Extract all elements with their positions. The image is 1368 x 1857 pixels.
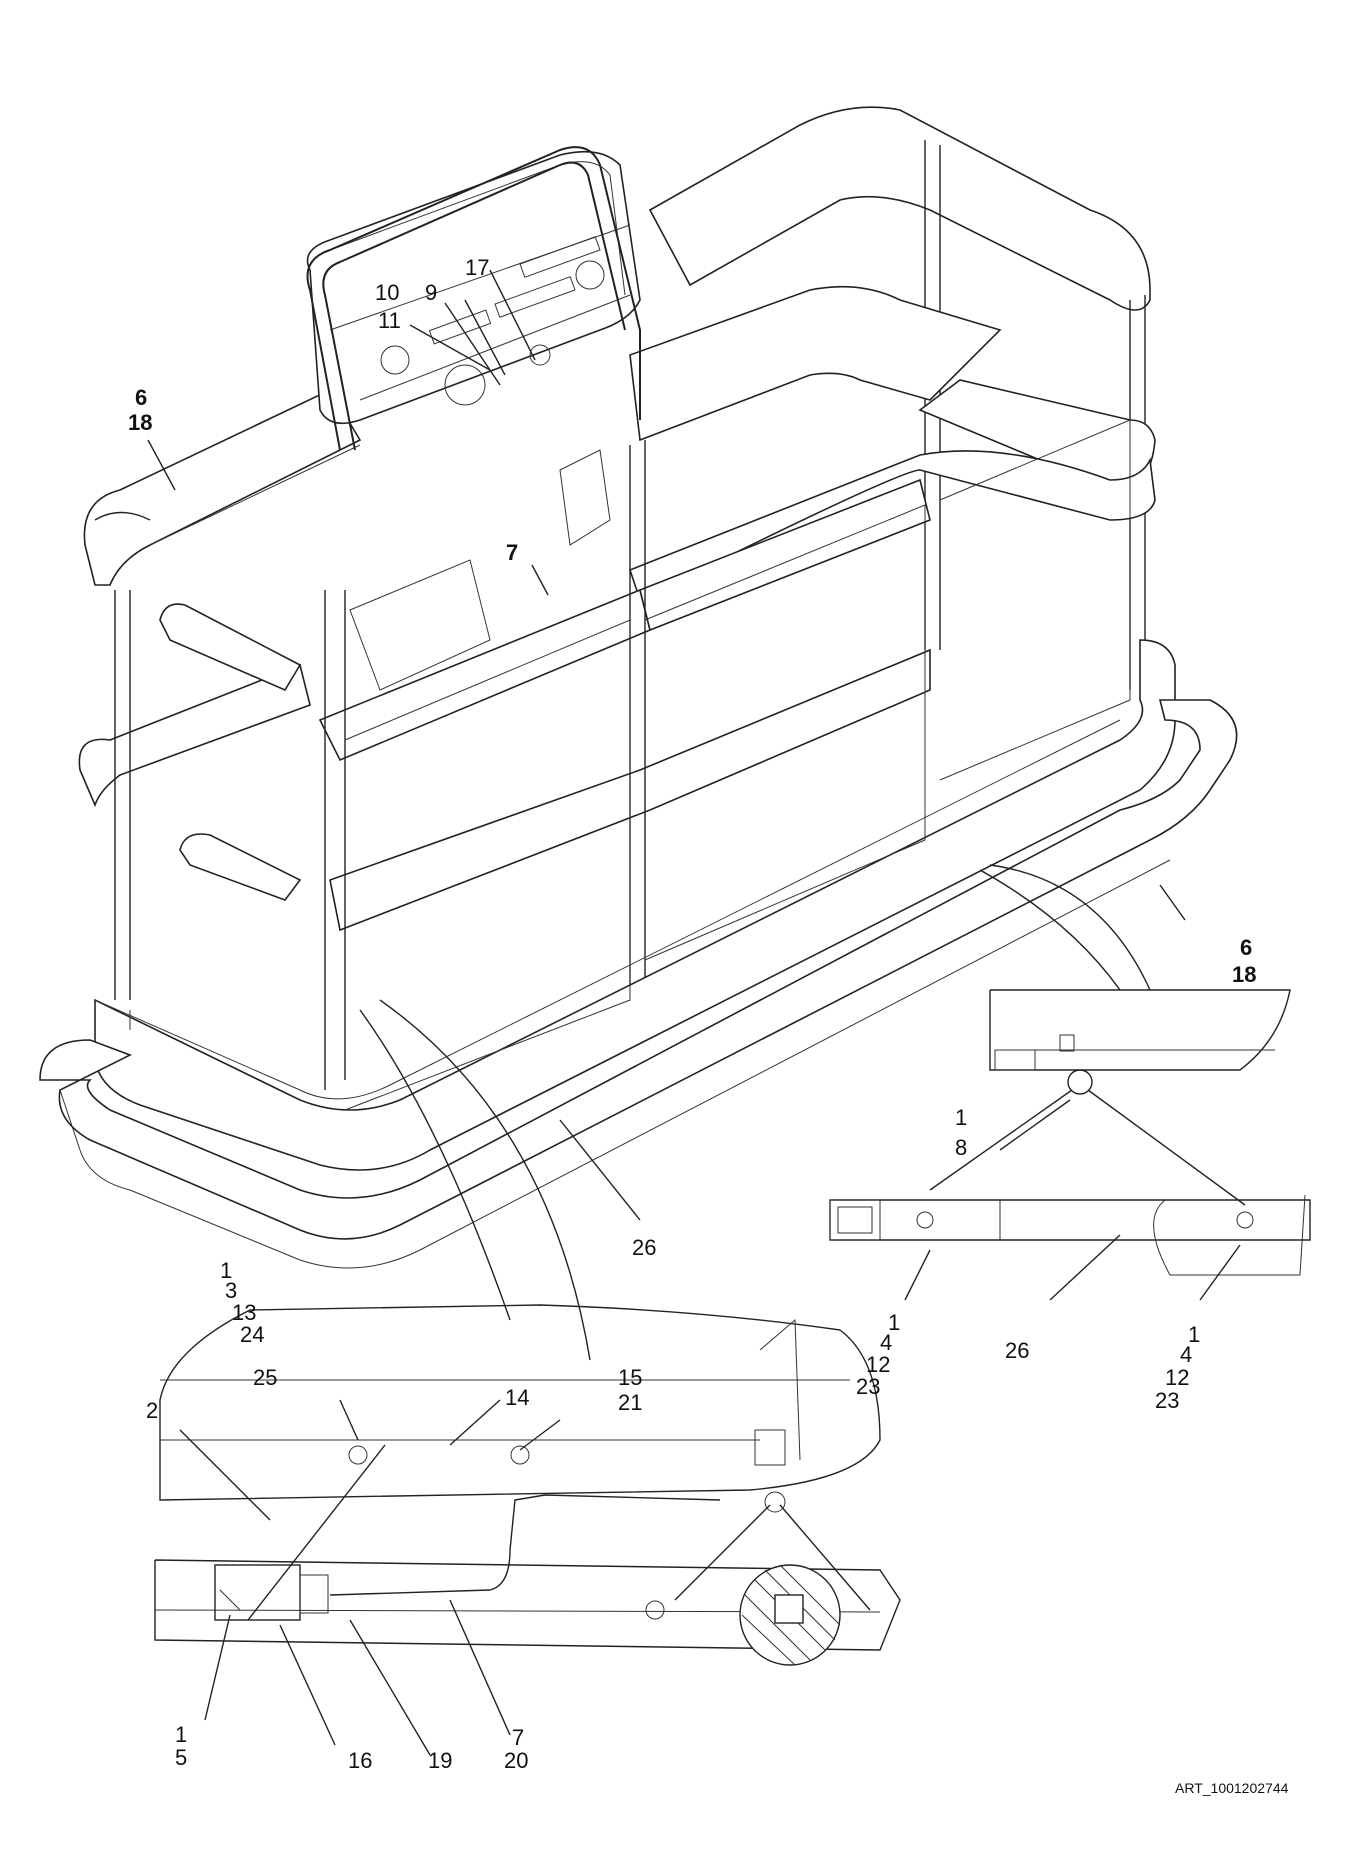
- detail-top-frame: [989, 989, 1291, 1071]
- middle-rail-2: [318, 588, 651, 762]
- detail-ring: [1067, 1069, 1093, 1095]
- callout-15: 15: [618, 1365, 642, 1390]
- callout-14: 14: [505, 1385, 529, 1410]
- top-back-rail: [648, 106, 1151, 311]
- callout-21: 21: [618, 1390, 642, 1415]
- switch-box: [214, 1564, 301, 1621]
- detail-cable-right: [1087, 1089, 1246, 1206]
- callout-11: 11: [378, 308, 401, 333]
- lanyard-wire-right-b: [779, 1504, 871, 1611]
- callout-dl-23: 23: [856, 1374, 880, 1399]
- left-handle-lower: [179, 833, 302, 901]
- callout-left-1: 1: [220, 1258, 232, 1283]
- callout-1-detail: 1: [955, 1105, 967, 1130]
- callout-dr-23: 23: [1155, 1388, 1179, 1413]
- callout-5-lower: 5: [175, 1745, 187, 1770]
- lower-detail-view: [154, 1304, 901, 1666]
- hatched-section: [739, 1564, 841, 1666]
- mid-long-rail-upper: [629, 285, 1002, 442]
- left-handle-upper: [159, 603, 302, 692]
- callout-16: 16: [348, 1748, 372, 1773]
- detail-tube: [829, 1199, 1311, 1241]
- detail-cable-left: [929, 1089, 1073, 1191]
- art-id: ART_1001202744: [1175, 1780, 1289, 1796]
- lanyard-bracket: [559, 449, 611, 546]
- callout-dl-1: 1: [888, 1310, 900, 1335]
- callout-left-13: 13: [232, 1300, 256, 1325]
- callout-17: 17: [465, 255, 489, 280]
- side-panel-2: [644, 504, 926, 961]
- middle-rail: [629, 450, 1156, 602]
- lower-detail-bottom-bar: [154, 1559, 901, 1651]
- left-mid-rail: [78, 663, 311, 808]
- platform-basket-drawing: [39, 106, 1238, 1269]
- callout-1-lower: 1: [175, 1722, 187, 1747]
- callout-7-mid: 7: [506, 540, 518, 565]
- callout-18-right: 18: [1232, 962, 1256, 987]
- callout-25: 25: [253, 1365, 277, 1390]
- callout-dl-4: 4: [880, 1330, 892, 1355]
- callout-dr-1: 1: [1188, 1322, 1200, 1347]
- callout-dr-12: 12: [1165, 1365, 1189, 1390]
- callout-labels: 6 18 10 9 17 11 7 6 18 1 8 26 26 1 3 13 …: [128, 255, 1289, 1796]
- callout-dl-12: 12: [866, 1352, 890, 1377]
- lanyard-wire: [247, 1444, 386, 1621]
- bottom-bumper-ring: [39, 699, 1238, 1240]
- control-console: [306, 150, 641, 425]
- lower-detail-frame: [159, 1304, 881, 1501]
- callout-9: 9: [425, 280, 437, 305]
- callout-2: 2: [146, 1398, 158, 1423]
- callout-dr-4: 4: [1180, 1342, 1192, 1367]
- console-guard-frame: [306, 146, 641, 451]
- top-front-rail-left: [83, 388, 362, 586]
- callout-26-bottom: 26: [632, 1235, 656, 1260]
- callout-6-right: 6: [1240, 935, 1252, 960]
- callout-19: 19: [428, 1748, 452, 1773]
- callout-6-top: 6: [135, 385, 147, 410]
- callout-26-detail: 26: [1005, 1338, 1029, 1363]
- side-panel-3: [939, 419, 1131, 781]
- callout-18-top: 18: [128, 410, 152, 435]
- callout-8-detail: 8: [955, 1135, 967, 1160]
- side-panel-1: [344, 619, 631, 1111]
- leader-lines: [147, 269, 1241, 1756]
- lanyard-detail-view: [829, 989, 1311, 1276]
- callout-left-3: 3: [225, 1278, 237, 1303]
- switch-cable: [329, 1494, 721, 1596]
- callout-7-lower: 7: [512, 1725, 524, 1750]
- callout-left-24: 24: [240, 1322, 264, 1347]
- callout-20-lower: 20: [504, 1748, 528, 1773]
- callout-10: 10: [375, 280, 399, 305]
- lanyard-wire-right-a: [674, 1504, 771, 1601]
